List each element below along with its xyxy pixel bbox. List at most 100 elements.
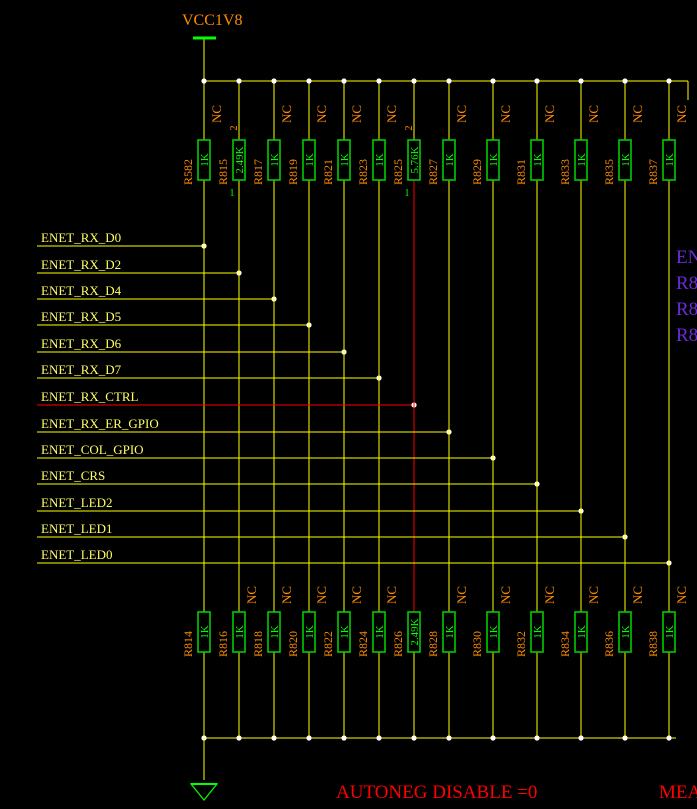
resistor-value: 5.76K xyxy=(409,146,421,173)
junction-dot xyxy=(236,735,242,741)
resistor-refdes: R825 xyxy=(391,159,405,185)
wires-layer xyxy=(37,38,689,741)
resistor-body xyxy=(267,139,281,181)
junction-dot xyxy=(341,735,347,741)
resistor-value: 1K xyxy=(576,625,588,639)
nc-marker: NC xyxy=(349,586,364,604)
nc-marker: NC xyxy=(674,105,689,123)
resistor-body xyxy=(486,611,500,653)
junction-dot xyxy=(411,78,417,84)
resistor-value: 1K xyxy=(269,625,281,639)
nc-marker: NC xyxy=(384,105,399,123)
junction-dot xyxy=(376,735,382,741)
resistor-refdes: R818 xyxy=(251,631,265,657)
resistor-value: 1K xyxy=(234,625,246,639)
autoneg-note: AUTONEG DISABLE =0 xyxy=(336,782,537,803)
cut-note: MEA xyxy=(659,782,697,803)
nc-marker: NC xyxy=(314,586,329,604)
resistor-refdes: R826 xyxy=(391,631,405,657)
nc-marker: NC xyxy=(498,105,513,123)
junction-dot xyxy=(201,78,207,84)
resistor-value: 1K xyxy=(304,153,316,167)
net-label: ENET_RX_D7 xyxy=(41,362,122,377)
pin-number: 1 xyxy=(230,188,235,199)
resistor-refdes: R836 xyxy=(602,631,616,657)
resistor-refdes: R814 xyxy=(181,631,195,657)
net-label: ENET_RX_D0 xyxy=(41,230,121,245)
nc-marker: NC xyxy=(349,105,364,123)
resistor-value: 2.49K xyxy=(409,618,421,645)
resistor-body xyxy=(486,139,500,181)
junction-dot xyxy=(236,78,242,84)
junction-dot xyxy=(446,78,452,84)
junction-dot xyxy=(490,735,496,741)
resistor-value: 1K xyxy=(339,625,351,639)
resistor-body xyxy=(442,611,456,653)
resistor-body xyxy=(662,139,676,181)
resistor-refdes: R582 xyxy=(181,159,195,185)
resistor-value: 1K xyxy=(339,153,351,167)
nc-marker: NC xyxy=(586,105,601,123)
net-label: ENET_RX_D2 xyxy=(41,257,121,272)
resistor-value: 1K xyxy=(532,625,544,639)
resistor-body xyxy=(337,611,351,653)
resistor-refdes: R816 xyxy=(216,631,230,657)
resistor-value: 1K xyxy=(488,625,500,639)
resistor-value: 1K xyxy=(269,153,281,167)
resistor-body xyxy=(232,139,246,181)
resistor-refdes: R824 xyxy=(356,631,370,657)
resistor-value: 1K xyxy=(664,625,676,639)
net-label: ENET_RX_D4 xyxy=(41,283,122,298)
resistor-refdes: R832 xyxy=(514,631,528,657)
resistor-value: 1K xyxy=(664,153,676,167)
nc-marker: NC xyxy=(674,586,689,604)
resistor-value: 1K xyxy=(199,625,211,639)
net-label: ENET_COL_GPIO xyxy=(41,442,144,457)
junction-dot xyxy=(622,735,628,741)
resistor-refdes: R821 xyxy=(321,159,335,185)
resistor-refdes: R815 xyxy=(216,159,230,185)
power-label: VCC1V8 xyxy=(182,12,242,29)
resistor-value: 1K xyxy=(304,625,316,639)
net-label: ENET_RX_CTRL xyxy=(41,389,139,404)
nc-marker: NC xyxy=(314,105,329,123)
junction-dot xyxy=(306,78,312,84)
resistor-refdes: R823 xyxy=(356,159,370,185)
junction-dot xyxy=(666,735,672,741)
resistor-refdes: R827 xyxy=(426,159,440,185)
parts-layer: 1KR582NC1KR8142.49KR815121KR816NC1KR817N… xyxy=(181,105,689,657)
resistor-refdes: R822 xyxy=(321,631,335,657)
resistor-value: 1K xyxy=(199,153,211,167)
junction-dot xyxy=(534,735,540,741)
resistor-refdes: R828 xyxy=(426,631,440,657)
side-note-1: R8 xyxy=(676,273,697,294)
resistor-value: 1K xyxy=(444,153,456,167)
junction-dot xyxy=(376,78,382,84)
junction-dot xyxy=(578,735,584,741)
pin-number: 2 xyxy=(229,126,240,131)
resistor-refdes: R838 xyxy=(646,631,660,657)
net-label: ENET_LED1 xyxy=(41,521,112,536)
resistor-refdes: R829 xyxy=(470,159,484,185)
resistor-body xyxy=(530,611,544,653)
net-label: ENET_LED2 xyxy=(41,495,112,510)
resistor-refdes: R834 xyxy=(558,631,572,657)
resistor-value: 1K xyxy=(532,153,544,167)
resistor-value: 1K xyxy=(488,153,500,167)
resistor-body xyxy=(302,139,316,181)
nc-marker: NC xyxy=(279,105,294,123)
resistor-refdes: R831 xyxy=(514,159,528,185)
resistor-body xyxy=(407,139,421,181)
junction-dot xyxy=(341,78,347,84)
resistor-value: 1K xyxy=(620,153,632,167)
resistor-refdes: R835 xyxy=(602,159,616,185)
resistor-body xyxy=(337,139,351,181)
side-note-3: R8 xyxy=(676,325,697,346)
junction-dot xyxy=(446,735,452,741)
resistor-refdes: R833 xyxy=(558,159,572,185)
resistor-refdes: R819 xyxy=(286,159,300,185)
pin-number: 2 xyxy=(404,126,415,131)
junction-dot xyxy=(271,78,277,84)
resistor-body xyxy=(618,611,632,653)
resistor-body xyxy=(197,139,211,181)
